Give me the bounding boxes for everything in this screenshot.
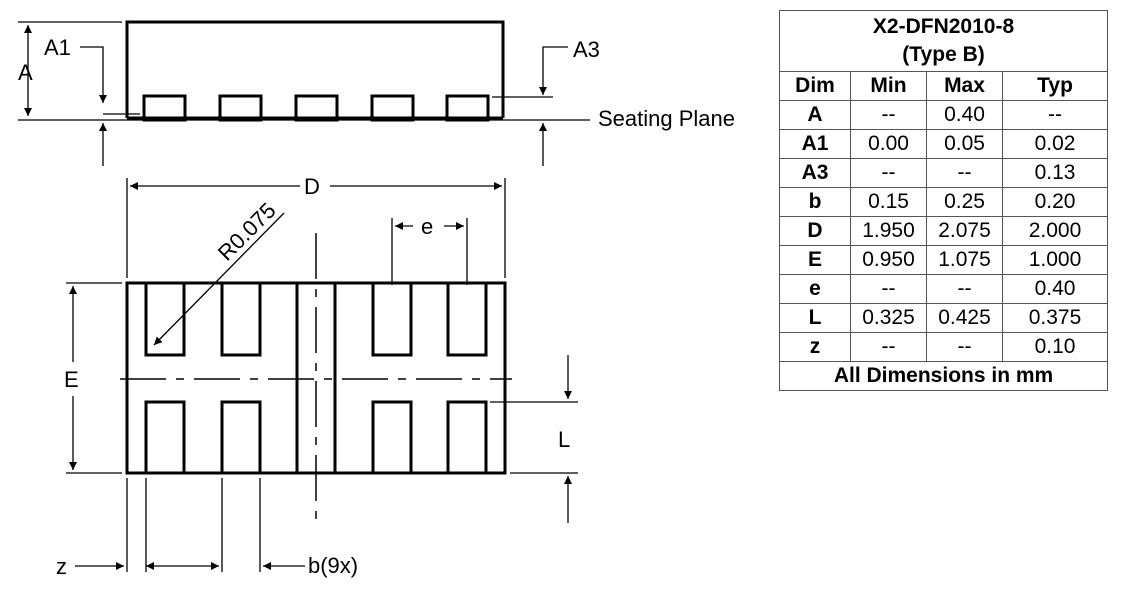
cell-max: -- — [926, 274, 1003, 304]
cell-max: 2.075 — [926, 216, 1003, 246]
side-view-labels: A A1 A3 Seating Plane — [18, 35, 735, 131]
table-row: A1 0.00 0.05 0.02 — [779, 129, 1109, 159]
cell-dim: A — [779, 100, 851, 130]
label-z: z — [56, 554, 67, 579]
cell-typ: 1.000 — [1001, 245, 1109, 275]
pad-top — [446, 283, 488, 357]
cell-typ: 0.10 — [1001, 332, 1109, 362]
side-terminal — [370, 94, 415, 122]
cell-typ: -- — [1001, 100, 1109, 130]
side-terminal — [218, 94, 263, 122]
cell-typ: 0.40 — [1001, 274, 1109, 304]
label-seating-plane: Seating Plane — [598, 106, 735, 131]
table-row: L 0.325 0.425 0.375 — [779, 303, 1109, 333]
table-body: A -- 0.40 -- A1 0.00 0.05 0.02 A3 -- -- … — [779, 100, 1109, 362]
table-title-line2: (Type B) — [902, 43, 985, 66]
cell-typ: 2.000 — [1001, 216, 1109, 246]
cell-max: 0.40 — [926, 100, 1003, 130]
table-title: X2-DFN2010-8 (Type B) — [778, 10, 1109, 72]
dim-a3-leader — [539, 46, 568, 95]
bottom-view — [66, 178, 578, 572]
cell-dim: e — [779, 274, 851, 304]
cell-min: 0.950 — [850, 245, 927, 275]
table-row: E 0.950 1.075 1.000 — [779, 245, 1109, 275]
cell-max: 1.075 — [926, 245, 1003, 275]
table-row: D 1.950 2.075 2.000 — [779, 216, 1109, 246]
radius-leader — [153, 212, 285, 346]
label-E: E — [64, 367, 79, 392]
cell-max: 0.05 — [926, 129, 1003, 159]
side-view — [18, 20, 590, 166]
label-e-pitch: e — [421, 214, 433, 239]
cell-typ: 0.375 — [1001, 303, 1109, 333]
cell-min: 0.325 — [850, 303, 927, 333]
cell-dim: z — [779, 332, 851, 362]
cell-min: 0.00 — [850, 129, 927, 159]
table-row: z -- -- 0.10 — [779, 332, 1109, 362]
bottom-view-labels: D e R0.075 E L z b(9x) — [56, 174, 570, 579]
pad-bottom — [446, 400, 488, 473]
cell-typ: 0.02 — [1001, 129, 1109, 159]
table-title-line1: X2-DFN2010-8 — [872, 15, 1015, 38]
dimensions-table: X2-DFN2010-8 (Type B) Dim Min Max Typ A … — [778, 10, 1109, 391]
cell-dim: L — [779, 303, 851, 333]
cell-dim: E — [779, 245, 851, 275]
label-a1: A1 — [44, 35, 71, 60]
cell-typ: 0.13 — [1001, 158, 1109, 188]
header-typ: Typ — [1001, 71, 1109, 101]
cell-dim: b — [779, 187, 851, 217]
table-row: e -- -- 0.40 — [779, 274, 1109, 304]
pad-top — [220, 283, 262, 357]
header-min: Min — [850, 71, 927, 101]
pad-bottom — [144, 400, 186, 473]
cell-max: 0.25 — [926, 187, 1003, 217]
label-a3: A3 — [573, 37, 600, 62]
label-d: D — [304, 174, 320, 199]
cell-min: -- — [850, 332, 927, 362]
cell-min: -- — [850, 274, 927, 304]
side-view-body — [125, 20, 505, 118]
cell-max: -- — [926, 332, 1003, 362]
cell-min: -- — [850, 158, 927, 188]
cell-max: -- — [926, 158, 1003, 188]
label-l: L — [558, 427, 570, 452]
table-row: A3 -- -- 0.13 — [779, 158, 1109, 188]
side-terminal — [142, 94, 187, 122]
header-max: Max — [926, 71, 1003, 101]
cell-typ: 0.20 — [1001, 187, 1109, 217]
header-dim: Dim — [779, 71, 851, 101]
cell-max: 0.425 — [926, 303, 1003, 333]
cell-dim: D — [779, 216, 851, 246]
pad-top — [144, 283, 186, 357]
label-b: b(9x) — [308, 553, 358, 578]
side-terminal — [445, 94, 490, 122]
pad-bottom — [371, 400, 413, 473]
side-terminal — [294, 94, 339, 122]
cell-dim: A3 — [779, 158, 851, 188]
table-header-row: Dim Min Max Typ — [779, 71, 1109, 101]
pad-bottom — [220, 400, 262, 473]
cell-min: -- — [850, 100, 927, 130]
table-footer: All Dimensions in mm — [778, 361, 1109, 391]
table-row: A -- 0.40 -- — [779, 100, 1109, 130]
pad-top — [371, 283, 413, 357]
dim-a1-leader — [80, 46, 107, 103]
label-a: A — [18, 60, 33, 85]
table-row: b 0.15 0.25 0.20 — [779, 187, 1109, 217]
cell-dim: A1 — [779, 129, 851, 159]
cell-min: 1.950 — [850, 216, 927, 246]
cell-min: 0.15 — [850, 187, 927, 217]
label-radius: R0.075 — [213, 198, 281, 266]
